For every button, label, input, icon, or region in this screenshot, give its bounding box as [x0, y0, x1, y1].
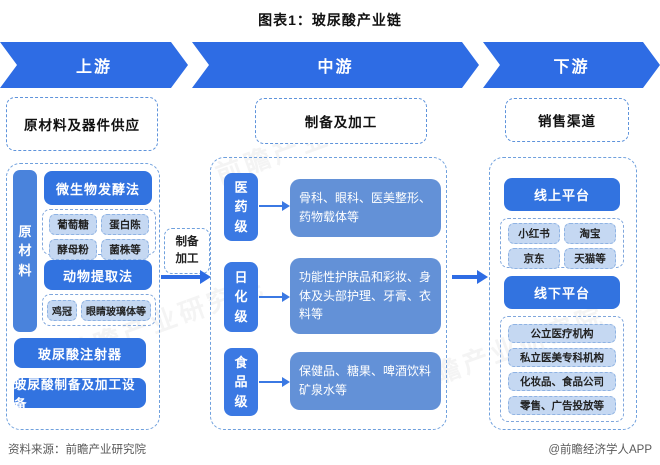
food-applications-box: 保健品、糖果、啤酒饮料矿泉水等 [290, 352, 441, 410]
process-link-box: 制备 加工 [164, 228, 210, 274]
chip-eye-vitreous: 眼睛玻璃体等 [81, 299, 151, 321]
banner-upstream-label: 上游 [75, 59, 112, 76]
offline-platform-label: 线下平台 [533, 286, 590, 301]
arrow-pharma [259, 200, 290, 212]
downstream-container [489, 157, 637, 430]
arrow-daily-chem [259, 291, 290, 303]
ha-injector-label: 玻尿酸注射器 [37, 346, 122, 362]
arrow-head-icon [282, 292, 290, 302]
ha-injector-box: 玻尿酸注射器 [14, 338, 146, 368]
upstream-header-label: 原材料及器件供应 [24, 118, 140, 133]
raw-material-vertical-label: 原材料 [13, 170, 37, 332]
arrow-head-icon [282, 201, 290, 211]
chip-cockscomb: 鸡冠 [47, 299, 77, 321]
arrow-head-icon [200, 270, 211, 284]
source-note: 资料来源：前瞻产业研究院 [8, 444, 146, 456]
banner-midstream-label: 中游 [317, 59, 354, 76]
downstream-header-label: 销售渠道 [538, 114, 596, 129]
chip-cosmetics-food-company: 化妆品、食品公司 [508, 371, 616, 391]
arrow-shaft [259, 296, 283, 298]
arrow-head-icon [477, 270, 488, 284]
chip-retail-advertising: 零售、广告投放等 [508, 395, 616, 415]
grade-pharma-label: 医药级 [234, 179, 248, 234]
food-applications-text: 保健品、糖果、啤酒饮料矿泉水等 [299, 364, 432, 397]
chip-private-aesthetic: 私立医美专科机构 [508, 347, 616, 367]
arrow-midstream-to-downstream [452, 269, 488, 285]
pharma-applications-text: 骨科、眼科、医美整形、药物载体等 [299, 191, 432, 224]
chip-jd: 京东 [508, 248, 560, 269]
grade-food-label: 食品级 [234, 354, 248, 409]
banner-midstream: 中游 [192, 42, 479, 88]
offline-items-box: 公立医疗机构 私立医美专科机构 化妆品、食品公司 零售、广告投放等 [500, 316, 624, 422]
banner-downstream-label: 下游 [553, 59, 590, 76]
midstream-header: 制备及加工 [255, 98, 427, 144]
animal-extraction-box: 动物提取法 [44, 260, 152, 290]
process-link-label: 制备 加工 [175, 236, 199, 265]
animal-items-box: 鸡冠 眼睛玻璃体等 [42, 294, 156, 326]
page-title: 图表1：玻尿酸产业链 [258, 12, 402, 28]
chip-tmall: 天猫等 [564, 248, 616, 269]
grade-daily-chem-label: 日化级 [234, 269, 248, 324]
arrow-upstream-to-midstream [161, 269, 211, 285]
chip-peptone: 蛋白陈 [101, 214, 149, 235]
arrow-head-icon [282, 377, 290, 387]
banner-upstream: 上游 [0, 42, 188, 88]
pharma-applications-box: 骨科、眼科、医美整形、药物载体等 [290, 179, 441, 237]
upstream-container [6, 163, 160, 430]
chip-yeast-powder: 酵母粉 [49, 239, 97, 260]
banner-downstream: 下游 [483, 42, 660, 88]
chip-strains: 菌株等 [101, 239, 149, 260]
chip-xiaohongshu: 小红书 [508, 223, 560, 244]
arrow-shaft [452, 275, 477, 279]
ha-equipment-box: 玻尿酸制备及加工设备 [14, 378, 146, 411]
grade-daily-chem-box: 日化级 [224, 262, 258, 332]
grade-pharma-box: 医药级 [224, 173, 258, 241]
midstream-header-label: 制备及加工 [304, 115, 378, 130]
brand-note: @前瞻经济学人APP [548, 444, 652, 456]
online-items-box: 小红书 淘宝 京东 天猫等 [500, 218, 624, 269]
chip-taobao: 淘宝 [564, 223, 616, 244]
upstream-header: 原材料及器件供应 [6, 97, 158, 151]
online-platform-box: 线上平台 [504, 178, 620, 211]
grade-food-box: 食品级 [224, 348, 258, 416]
arrow-shaft [161, 275, 200, 279]
animal-extraction-label: 动物提取法 [62, 268, 133, 284]
arrow-shaft [259, 381, 283, 383]
midstream-container [210, 157, 447, 430]
chip-public-medical: 公立医疗机构 [508, 323, 616, 343]
fermentation-items-box: 葡萄糖 蛋白陈 酵母粉 菌株等 [42, 209, 156, 260]
arrow-shaft [259, 205, 283, 207]
raw-material-vertical-text: 原材料 [18, 223, 32, 278]
arrow-food [259, 376, 290, 388]
online-platform-label: 线上平台 [533, 188, 590, 203]
daily-chem-applications-box: 功能性护肤品和彩妆、身体及头部护理、牙膏、衣料等 [290, 258, 441, 334]
offline-platform-box: 线下平台 [504, 276, 620, 309]
fermentation-method-label: 微生物发酵法 [55, 181, 140, 197]
fermentation-method-box: 微生物发酵法 [44, 171, 152, 205]
downstream-header: 销售渠道 [505, 98, 629, 142]
ha-equipment-label: 玻尿酸制备及加工设备 [14, 378, 136, 411]
chip-glucose: 葡萄糖 [49, 214, 97, 235]
daily-chem-applications-text: 功能性护肤品和彩妆、身体及头部护理、牙膏、衣料等 [299, 270, 432, 322]
